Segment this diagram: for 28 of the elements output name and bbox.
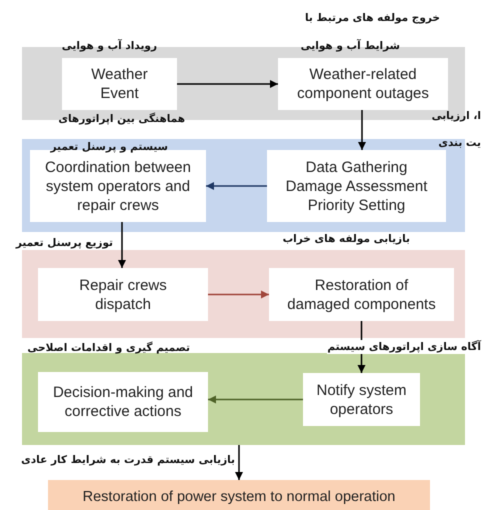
stage-band: [22, 139, 465, 232]
process-box: Decision-making and corrective actions: [38, 372, 208, 432]
persian-label: آگاه سازی اپراتورهای سیستم: [327, 340, 481, 354]
arrow: [358, 321, 366, 373]
arrow: [358, 110, 366, 150]
persian-label: توزیع پرسنل تعمیر: [16, 236, 113, 250]
process-box: Data Gathering Damage Assessment Priority Setting: [267, 150, 446, 222]
stage-band: [22, 250, 465, 338]
process-box: Repair crews dispatch: [38, 268, 208, 321]
persian-label: بازیابی سیستم قدرت به شرایط کار عادی: [21, 453, 235, 467]
persian-label: بازیابی مولفه های خراب: [282, 232, 410, 246]
persian-label: تصمیم گیری و اقدامات اصلاحی: [27, 341, 190, 355]
process-box: Notify system operators: [303, 373, 420, 426]
stage-band: [22, 353, 465, 445]
process-box: Weather Event: [62, 58, 177, 110]
persian-label: خروج مولفه های مرتبط با: [304, 11, 440, 25]
arrow: [235, 445, 243, 480]
arrow: [206, 182, 267, 190]
arrow: [177, 80, 278, 88]
persian-label: یت بندی: [438, 136, 481, 150]
arrow: [208, 396, 303, 404]
persian-label: هماهنگی بین اپراتورهای: [58, 112, 185, 126]
process-box: Weather-related component outages: [278, 58, 448, 110]
arrow: [208, 290, 269, 298]
persian-label: ا، ارزیابی: [432, 109, 481, 123]
arrow: [118, 222, 126, 268]
process-box: Restoration of damaged components: [269, 268, 454, 321]
process-box: Restoration of power system to normal operation: [48, 480, 430, 510]
